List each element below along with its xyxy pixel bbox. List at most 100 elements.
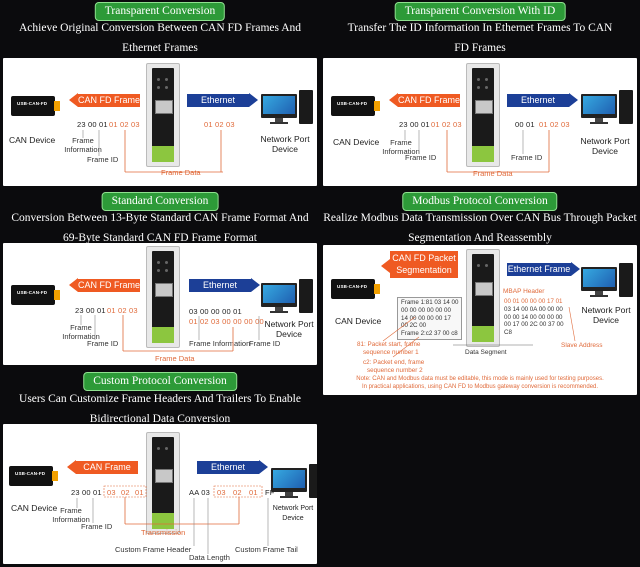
- note-line1: Note: CAN and Modbus data must be editab…: [356, 376, 604, 382]
- ethernet-frame-banner: Ethernet Frame: [507, 94, 569, 118]
- screen: [583, 269, 615, 287]
- data-segment-label: Data Segment: [465, 349, 507, 356]
- left-arrow-head: [67, 460, 76, 474]
- gateway-terminal: [152, 327, 174, 343]
- right-arrow-head: [251, 278, 260, 292]
- connector-lines: [80, 315, 260, 352]
- led: [157, 78, 160, 81]
- panel-title: Transparent Conversion With ID: [394, 2, 566, 21]
- gateway-device: [146, 246, 180, 348]
- can-fd-frame-banner: CAN FD Frame: [78, 279, 141, 292]
- frame-information-label: Frame Information: [62, 323, 100, 341]
- eth-hex-line2: 01 02 03 00 00 00 00: [189, 317, 264, 326]
- gateway-terminal: [472, 326, 494, 342]
- frame-id-label-eth: Frame ID: [249, 339, 281, 348]
- led: [485, 78, 488, 81]
- frame-id-label-eth: Frame ID: [511, 153, 543, 162]
- usb-can-fd-device: USB-CAN-FD: [11, 285, 60, 305]
- segment-line: Frame 2:c2 37 00 c8: [401, 330, 458, 338]
- panel-subtitle-line1: Conversion Between 13-Byte Standard CAN …: [11, 212, 309, 224]
- network-port-device-label: Network Port Device: [580, 136, 630, 156]
- can-hex-data: 01 02 03: [107, 306, 138, 315]
- diagram-card: USB-CAN-FD CAN Device CAN FD Frame 23 00…: [323, 58, 637, 186]
- stand: [595, 291, 603, 295]
- note-c2-line1: c2: Packet end, frame: [363, 359, 425, 366]
- can-packet-line2: Segmentation: [396, 265, 452, 275]
- gateway-device: [466, 63, 500, 167]
- ethernet-frame-banner: Ethernet Frame: [187, 94, 249, 118]
- segment-line: Frame 1:81 03 14 00: [401, 299, 459, 306]
- connector: [374, 284, 380, 294]
- can-device-label: CAN Device: [335, 316, 382, 326]
- eth-line: 03 14 00 0A 00 00 00: [504, 305, 563, 313]
- can-hex-info: 23 00 01: [77, 120, 108, 129]
- gateway-face: [152, 251, 174, 343]
- eth-line: 00 00 14 00 00 00 00: [504, 313, 563, 321]
- diagram-card: USB-CAN-FD CAN Device CAN FD Packet Segm…: [323, 245, 637, 395]
- frame-id-label: Frame ID: [81, 522, 113, 531]
- can-frame-banner: CAN Frame: [76, 461, 138, 474]
- panel-title: Transparent Conversion: [94, 2, 226, 21]
- usb-can-fd-device: USB-CAN-FD: [331, 96, 380, 116]
- segment-line: 14 00 00 00 00 17: [401, 314, 451, 322]
- panel-subtitle-line2: Bidirectional Data Conversion: [89, 413, 231, 425]
- connector-lines: [382, 306, 576, 358]
- note-line2: In practical applications, using CAN FD …: [361, 384, 599, 390]
- note-81-line1: 81: Packet start, frame: [357, 341, 421, 348]
- frame-data-label: Frame Data: [473, 169, 513, 178]
- led: [165, 447, 168, 450]
- led: [485, 86, 488, 89]
- panel-title: Modbus Protocol Conversion: [402, 192, 558, 211]
- led: [157, 86, 160, 89]
- eth-hex-data: 01 02 03: [204, 120, 235, 129]
- segment-line: 00 00 00 00 00 00: [401, 306, 451, 314]
- can-hex-info: 23 00 01: [75, 306, 106, 315]
- can-hex-data: 01: [135, 488, 144, 497]
- gateway-face: [472, 68, 494, 162]
- custom-frame-header-label: Custom Frame Header: [115, 545, 192, 554]
- eth-line: 00 01 00 00 00 17 01: [504, 298, 563, 305]
- panel-subtitle-line2: Ethernet Frames: [122, 42, 198, 54]
- stand: [275, 118, 283, 122]
- screen: [263, 96, 295, 114]
- can-hex-info: 23 00 01: [399, 120, 430, 129]
- tower: [309, 464, 317, 498]
- gateway-face: [472, 254, 494, 342]
- ethernet-frame-banner: Ethernet Frame: [189, 279, 251, 303]
- panel-subtitle-line1: Users Can Customize Frame Headers And Tr…: [19, 393, 301, 405]
- connector: [54, 101, 60, 111]
- diagram-card: USB-CAN-FD CAN Device CAN Frame 23 00 01…: [3, 424, 317, 564]
- led: [157, 447, 160, 450]
- panel-modbus-protocol-conversion: Modbus Protocol Conversion Realize Modbu…: [320, 190, 640, 398]
- eth-hex-head: AA 03: [189, 488, 211, 497]
- panel-transparent-conversion: Transparent Conversion Achieve Original …: [0, 0, 320, 190]
- eth-hex-id: 00 01: [515, 120, 535, 129]
- gateway-device: [146, 63, 180, 167]
- gateway-device: [466, 249, 500, 347]
- eth-hex-data: 01 02 03: [539, 120, 570, 129]
- can-hex-data: 03: [107, 488, 116, 497]
- can-hex-data: 01 02 03: [109, 120, 140, 129]
- usb-can-fd-device: USB-CAN-FD: [9, 466, 58, 486]
- eth-hex-data: 01: [249, 488, 258, 497]
- ethernet-box: 00 01 00 00 00 17 01 03 14 00 0A 00 00 0…: [501, 297, 567, 338]
- ethernet-port: [475, 100, 493, 114]
- frame-id-label: Frame ID: [87, 339, 119, 348]
- connector-lines: [82, 130, 223, 173]
- connector: [54, 290, 60, 300]
- gateway-face: [152, 437, 174, 529]
- data-length-label: Data Length: [189, 553, 230, 562]
- led: [485, 264, 488, 267]
- diagram-card: USB-CAN-FD CAN Device CAN FD Frame 23 00…: [3, 58, 317, 186]
- led: [165, 261, 168, 264]
- note-c2-line2: sequence number 2: [367, 367, 423, 374]
- panel-subtitle-line2: FD Frames: [454, 42, 506, 54]
- network-port-device-label: Network Port Device: [272, 505, 314, 522]
- panel-transparent-conversion-with-id: Transparent Conversion With ID Transfer …: [320, 0, 640, 190]
- led: [165, 78, 168, 81]
- led: [157, 269, 160, 272]
- right-arrow-head: [249, 93, 258, 107]
- ethernet-port: [155, 283, 173, 297]
- frame-data-label: Frame Data: [161, 168, 201, 177]
- gateway-terminal: [152, 146, 174, 162]
